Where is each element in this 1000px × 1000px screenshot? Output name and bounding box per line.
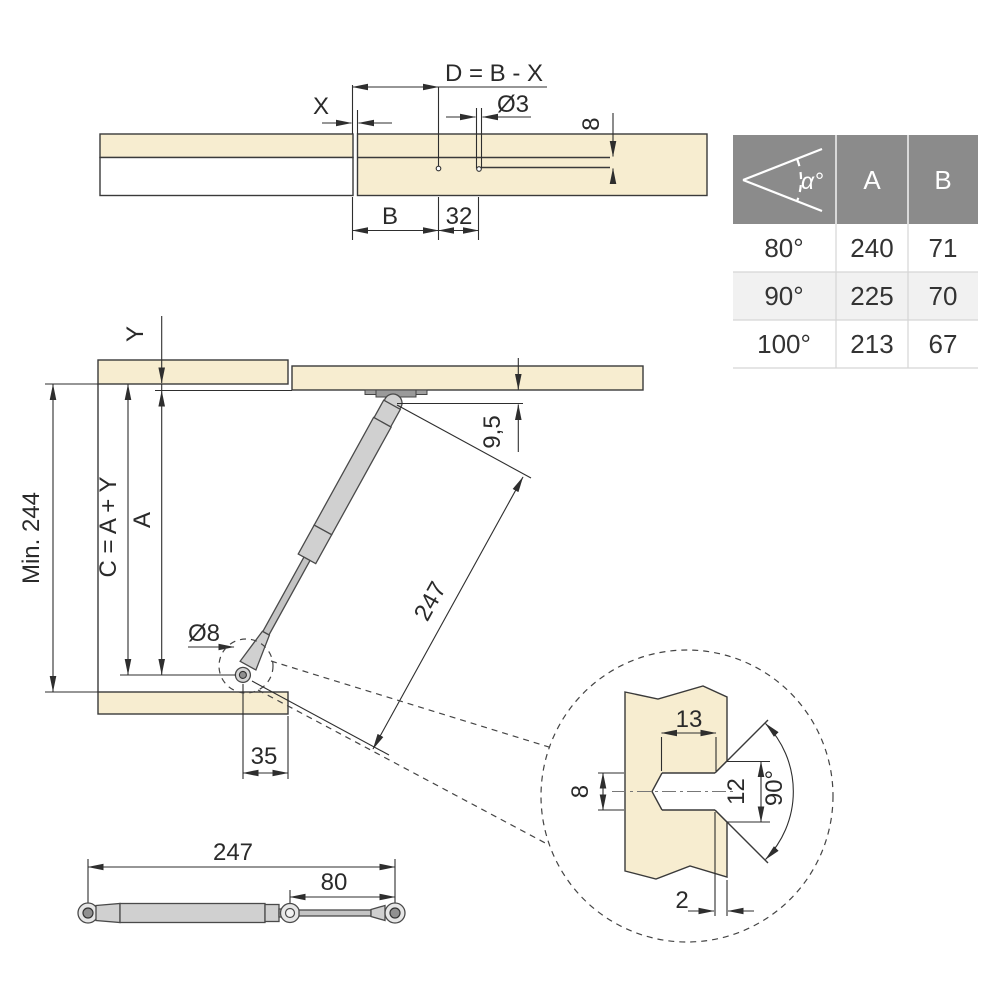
opening-angle-icon	[742, 147, 823, 213]
row2-angle: 90°	[764, 281, 803, 311]
top-section-view: D = B - X X Ø3 8 B 32	[99, 60, 708, 240]
strut-pivot-ball-center	[238, 670, 247, 679]
angle-header-label: α°	[801, 168, 823, 194]
table-row1-bg	[733, 224, 978, 272]
dim-247-total: 247	[87, 839, 396, 904]
table-header-bg	[733, 135, 978, 224]
dim-pilot-hole: Ø3	[446, 91, 531, 121]
dim-d: D = B - X	[351, 60, 547, 134]
piston-rod	[298, 909, 372, 917]
right-fitting-cone	[370, 904, 386, 922]
dim-90deg: 90°	[761, 723, 794, 860]
dim-pivot-diameter-label: Ø8	[188, 620, 220, 647]
dim-detail-8: 8	[567, 772, 624, 811]
top-view-flap-panel	[356, 133, 708, 197]
dim-x-label: X	[313, 93, 329, 120]
dim-35: 35	[242, 684, 289, 779]
pivot-detail-bubble	[218, 638, 274, 694]
dim-a-label: A	[129, 512, 156, 528]
detail-circle	[540, 649, 834, 943]
detail-leader-bottom	[257, 689, 550, 846]
detail-view: 13 8 12 90° 2	[540, 649, 834, 943]
cylinder-cap	[264, 903, 280, 923]
top-view-left-panel-bottom	[99, 156, 354, 197]
detail-leader-top	[270, 660, 553, 749]
dim-12-label: 12	[723, 778, 750, 805]
cabinet-top-panel	[97, 359, 289, 385]
strut-cylinder	[313, 416, 393, 536]
dim-c-label: C = A + Y	[95, 477, 122, 578]
dim-c: C = A + Y	[95, 384, 132, 675]
left-fitting	[95, 902, 121, 924]
dim-35-label: 35	[251, 743, 278, 770]
dim-b-and-32: B 32	[351, 197, 480, 240]
table-row2-bg	[733, 272, 978, 320]
dim-13-label: 13	[676, 706, 703, 733]
gas-strut-horizontal	[77, 902, 406, 924]
cabinet-bottom-panel	[97, 691, 289, 715]
ball-socket-hole	[284, 907, 296, 919]
table-row: 80° 240 71	[764, 233, 957, 263]
side-section-view: Y A C = A + Y Min. 244 9,5	[18, 316, 644, 846]
dim-247-total-label: 247	[213, 839, 253, 866]
strut-socket-cone	[239, 630, 271, 671]
gas-strut	[234, 393, 403, 684]
open-flap-panel	[291, 365, 644, 391]
table-row3-bg	[733, 320, 978, 368]
dim-a: A	[129, 390, 165, 675]
row3-b: 67	[929, 329, 958, 359]
left-eyelet-hole	[82, 907, 94, 919]
dim-y: Y	[122, 316, 165, 391]
dim-min244: Min. 244	[18, 383, 98, 693]
row1-angle: 80°	[764, 233, 803, 263]
strut-dimension-view: 247 80	[77, 839, 406, 924]
col-a-header: A	[863, 165, 881, 195]
detail-hole-outline	[651, 719, 769, 864]
row3-angle: 100°	[757, 329, 811, 359]
angle-table: α° A B 80° 240 71 90° 225 70 100° 213 67	[733, 135, 978, 369]
row2-b: 70	[929, 281, 958, 311]
dim-y-label: Y	[122, 326, 149, 342]
row1-b: 71	[929, 233, 958, 263]
dim-2: 2	[675, 812, 754, 916]
dim-pivot-diameter: Ø8	[188, 620, 235, 651]
right-eyelet-hole	[389, 907, 401, 919]
dim-pilot-hole-label: Ø3	[497, 91, 529, 118]
strut-rod	[261, 556, 311, 636]
row2-a: 225	[850, 281, 893, 311]
dim-9-5-label: 9,5	[479, 415, 506, 448]
col-b-header: B	[934, 165, 951, 195]
dim-2-label: 2	[675, 887, 688, 914]
table-row: 90° 225 70	[764, 281, 957, 311]
dim-x: X	[313, 93, 392, 134]
cylinder-body	[119, 902, 266, 924]
dim-90deg-label: 90°	[761, 770, 788, 806]
table-row: 100° 213 67	[757, 329, 957, 359]
dim-min244-label: Min. 244	[18, 492, 45, 584]
dim-d-label: D = B - X	[445, 60, 543, 87]
dim-depth8: 8	[578, 113, 617, 184]
row1-a: 240	[850, 233, 893, 263]
row3-a: 213	[850, 329, 893, 359]
hole1-point	[435, 165, 442, 172]
dim-32-label: 32	[446, 203, 473, 230]
dim-12: 12	[723, 760, 770, 823]
top-view-left-panel-top	[99, 133, 354, 159]
dim-depth8-label: 8	[578, 117, 605, 130]
dim-80-label: 80	[321, 869, 348, 896]
dim-13: 13	[660, 706, 717, 771]
dim-detail-8-label: 8	[567, 785, 594, 798]
hole2-point	[476, 166, 482, 172]
dim-80: 80	[289, 869, 396, 906]
dim-b-label: B	[382, 203, 398, 230]
dim-9-5: 9,5	[397, 358, 523, 452]
